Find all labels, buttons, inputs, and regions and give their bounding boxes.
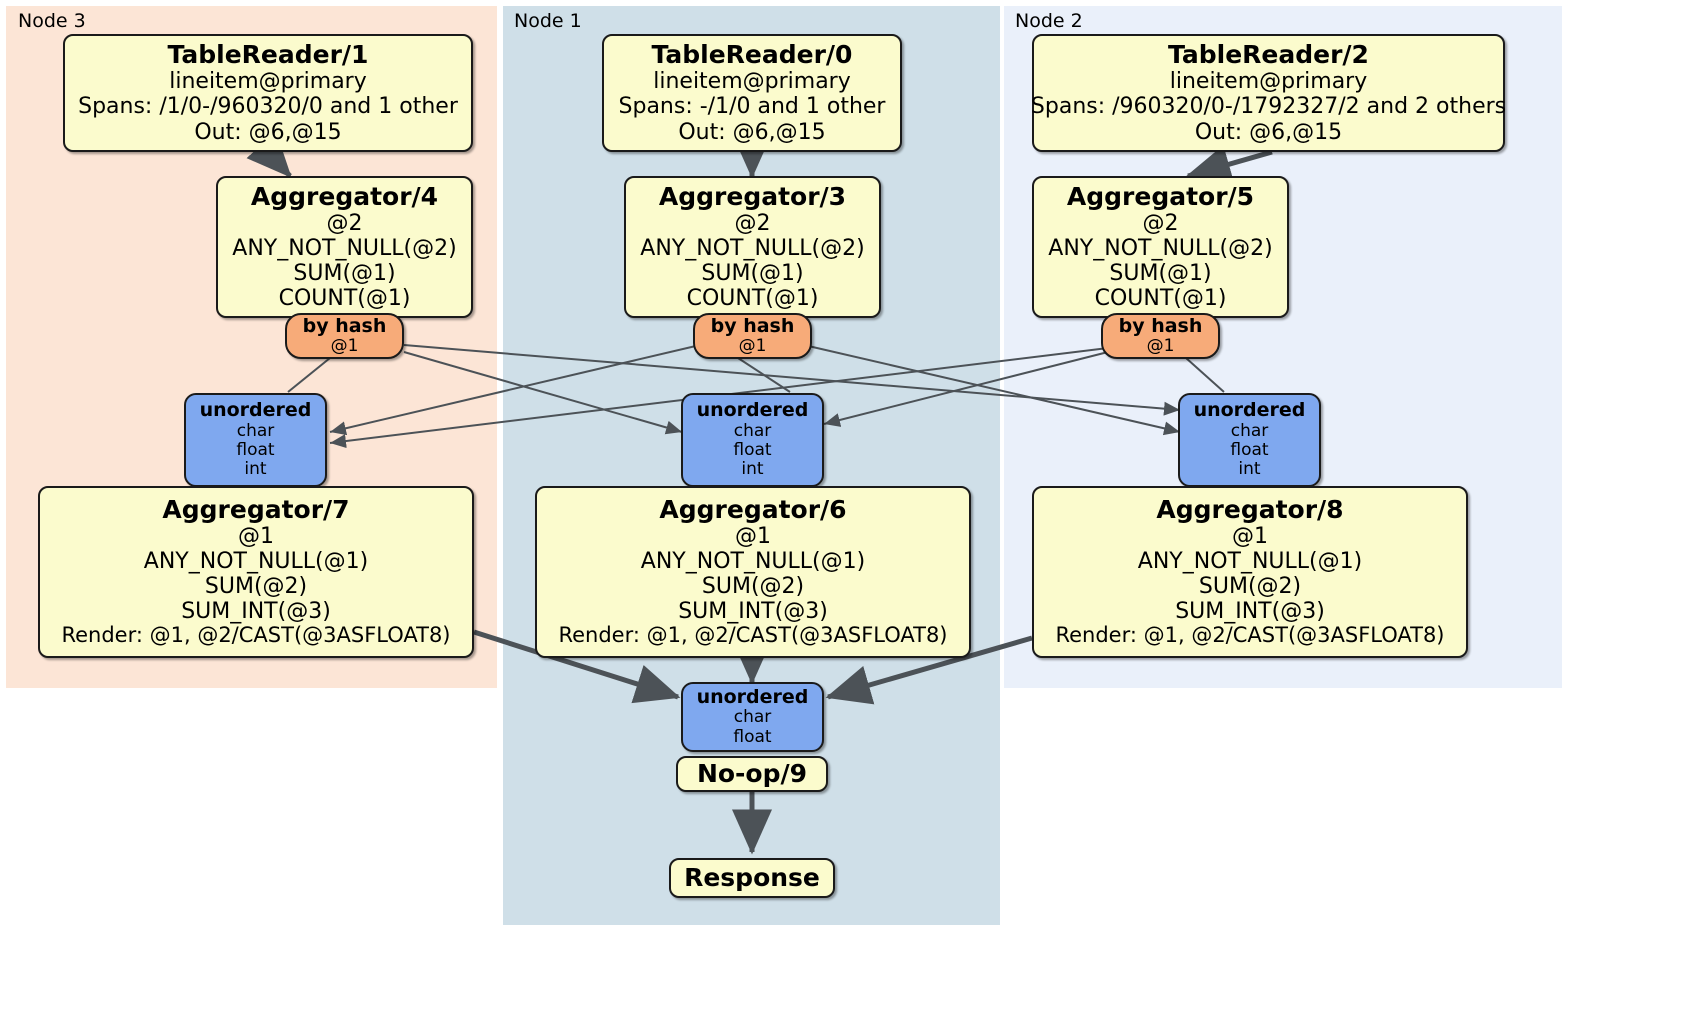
router-detail: float: [733, 439, 772, 460]
node-title: Aggregator/5: [1066, 181, 1255, 211]
router-detail: float: [1230, 439, 1269, 460]
cluster-label-node-1: Node 1: [514, 10, 582, 32]
node-title: Aggregator/8: [1156, 494, 1344, 524]
node-detail: ANY_NOT_NULL(@2): [232, 235, 457, 261]
node-detail: ANY_NOT_NULL(@2): [640, 235, 865, 261]
processor-aggregator-5[interactable]: Aggregator/5 @2 ANY_NOT_NULL(@2) SUM(@1)…: [1032, 176, 1289, 318]
node-detail: @2: [326, 210, 363, 236]
node-detail: SUM(@2): [204, 574, 308, 600]
router-title: unordered: [696, 685, 809, 708]
node-title: Aggregator/3: [658, 181, 847, 211]
node-detail: Out: @6,@15: [678, 119, 826, 145]
router-detail: char: [236, 420, 275, 441]
node-title: TableReader/2: [1168, 40, 1369, 70]
node-detail: SUM_INT(@3): [1175, 599, 1325, 625]
node-detail: lineitem@primary: [1169, 69, 1368, 95]
router-detail: char: [733, 420, 772, 441]
processor-aggregator-8[interactable]: Aggregator/8 @1 ANY_NOT_NULL(@1) SUM(@2)…: [1032, 486, 1468, 658]
node-detail: Out: @6,@15: [194, 119, 342, 145]
node-detail: @1: [1232, 523, 1268, 549]
node-title: TableReader/0: [651, 40, 853, 70]
router-unordered-final[interactable]: unordered char float: [681, 682, 824, 752]
node-detail: Out: @6,@15: [1194, 119, 1343, 145]
processor-noop-9[interactable]: No-op/9: [676, 756, 828, 792]
node-render-line: Render: @1, @2/CAST(@3ASFLOAT8): [1055, 623, 1445, 648]
node-render-line: Render: @1, @2/CAST(@3ASFLOAT8): [558, 623, 948, 648]
node-title: Response: [684, 863, 820, 892]
processor-aggregator-3[interactable]: Aggregator/3 @2 ANY_NOT_NULL(@2) SUM(@1)…: [624, 176, 881, 318]
node-detail: SUM(@1): [293, 261, 396, 286]
node-detail: Spans: -/1/0 and 1 other: [618, 94, 886, 120]
processor-tablereader-1[interactable]: TableReader/1 lineitem@primary Spans: /1…: [63, 34, 473, 152]
router-by-hash-left[interactable]: by hash @1: [285, 313, 404, 359]
node-detail: SUM_INT(@3): [678, 599, 828, 625]
router-detail: char: [1230, 420, 1269, 441]
router-unordered-left[interactable]: unordered char float int: [184, 393, 327, 487]
node-detail: COUNT(@1): [1094, 286, 1227, 312]
node-detail: SUM(@1): [1109, 261, 1212, 286]
router-detail: float: [236, 439, 275, 460]
node-detail: SUM(@1): [701, 261, 804, 286]
node-detail: COUNT(@1): [686, 286, 819, 312]
processor-aggregator-4[interactable]: Aggregator/4 @2 ANY_NOT_NULL(@2) SUM(@1)…: [216, 176, 473, 318]
router-unordered-mid[interactable]: unordered char float int: [681, 393, 824, 487]
router-title: by hash: [710, 314, 795, 337]
node-detail: Spans: /1/0-/960320/0 and 1 other: [78, 94, 458, 120]
node-detail: ANY_NOT_NULL(@1): [143, 548, 369, 574]
node-detail: SUM(@2): [1198, 574, 1302, 600]
router-title: unordered: [199, 399, 312, 422]
router-by-hash-mid[interactable]: by hash @1: [693, 313, 812, 359]
router-by-hash-right[interactable]: by hash @1: [1101, 313, 1220, 359]
node-detail: lineitem@primary: [653, 69, 851, 95]
router-unordered-right[interactable]: unordered char float int: [1178, 393, 1321, 487]
node-detail: @2: [1142, 210, 1179, 236]
router-detail: int: [244, 459, 267, 480]
node-detail: ANY_NOT_NULL(@1): [1137, 548, 1363, 574]
node-detail: ANY_NOT_NULL(@1): [640, 548, 866, 574]
router-detail: @1: [738, 335, 767, 356]
processor-response[interactable]: Response: [669, 858, 835, 898]
router-title: unordered: [696, 399, 809, 422]
node-title: Aggregator/6: [659, 494, 847, 524]
node-detail: @1: [238, 523, 274, 549]
node-title: Aggregator/4: [250, 181, 439, 211]
node-detail: SUM(@2): [701, 574, 805, 600]
node-detail: Spans: /960320/0-/1792327/2 and 2 others: [1030, 94, 1507, 120]
processor-tablereader-2[interactable]: TableReader/2 lineitem@primary Spans: /9…: [1030, 34, 1507, 152]
node-title: No-op/9: [696, 759, 808, 788]
router-detail: char: [733, 707, 772, 728]
router-detail: float: [733, 726, 772, 747]
node-detail: SUM_INT(@3): [181, 599, 331, 625]
cluster-label-node-3: Node 3: [18, 10, 86, 32]
router-detail: @1: [330, 335, 359, 356]
router-detail: int: [1238, 459, 1261, 480]
node-title: Aggregator/7: [162, 494, 350, 524]
node-detail: @1: [735, 523, 771, 549]
node-detail: ANY_NOT_NULL(@2): [1048, 235, 1273, 261]
processor-aggregator-6[interactable]: Aggregator/6 @1 ANY_NOT_NULL(@1) SUM(@2)…: [535, 486, 971, 658]
router-detail: int: [741, 459, 764, 480]
node-detail: COUNT(@1): [278, 286, 411, 312]
processor-tablereader-0[interactable]: TableReader/0 lineitem@primary Spans: -/…: [602, 34, 902, 152]
cluster-label-node-2: Node 2: [1015, 10, 1083, 32]
router-title: by hash: [302, 314, 387, 337]
router-detail: @1: [1146, 335, 1175, 356]
node-title: TableReader/1: [167, 40, 369, 70]
node-detail: @2: [734, 210, 771, 236]
node-detail: lineitem@primary: [169, 69, 367, 95]
node-render-line: Render: @1, @2/CAST(@3ASFLOAT8): [61, 623, 451, 648]
router-title: by hash: [1118, 314, 1203, 337]
processor-aggregator-7[interactable]: Aggregator/7 @1 ANY_NOT_NULL(@1) SUM(@2)…: [38, 486, 474, 658]
router-title: unordered: [1193, 399, 1306, 422]
